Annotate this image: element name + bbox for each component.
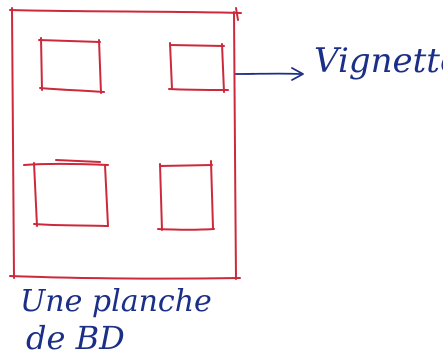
panel-top-right [168,42,229,93]
page-outline [9,7,242,280]
panel-top-left [38,37,105,94]
panel-label: Vignette [314,41,443,81]
panel-bottom-left [23,159,109,227]
caption-line-1: Une planche [20,284,212,319]
panel-bottom-right [157,160,215,231]
label-arrow [235,67,304,81]
caption-line-2: de BD [26,319,125,357]
